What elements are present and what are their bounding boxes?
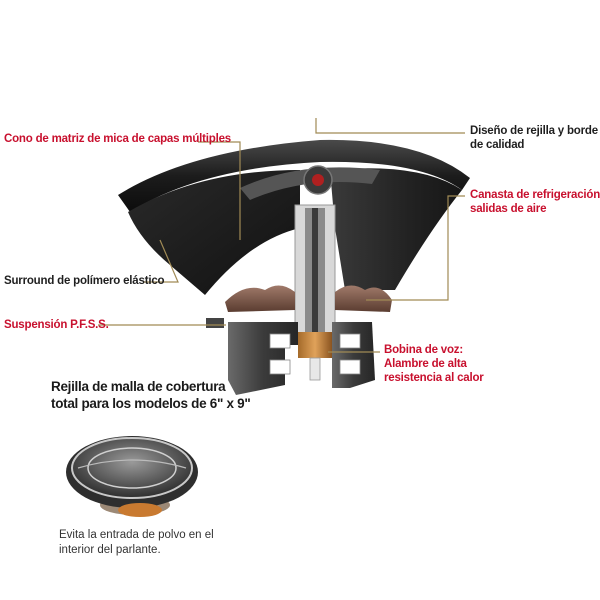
callout-voice-coil-line3: resistencia al calor: [384, 372, 484, 384]
speaker-frame-rim: [118, 139, 470, 212]
terminal: [206, 318, 224, 328]
inset-speaker: [66, 436, 198, 517]
speaker-basket-right: [330, 168, 462, 290]
inset-title-line1: Rejilla de malla de cobertura: [51, 379, 226, 394]
leader-mica-cone: [198, 141, 241, 240]
callout-cooling-basket-line2: salidas de aire: [470, 203, 547, 215]
callout-voice-coil-line2: Alambre de alta: [384, 358, 467, 370]
voice-coil: [298, 332, 332, 358]
callout-mica-cone: Cono de matriz de mica de capas múltiple…: [4, 133, 231, 145]
callout-surround: Surround de polímero elástico: [4, 275, 165, 287]
speaker-main: [118, 139, 470, 395]
leader-grille-design: [315, 118, 465, 134]
leader-surround: [143, 239, 179, 283]
magnet-left: [228, 322, 298, 395]
leader-lines: [98, 118, 465, 353]
callout-suspension: Suspensión P.F.S.S.: [4, 319, 109, 331]
spider-right: [335, 285, 392, 312]
callout-grille-design-line2: de calidad: [470, 139, 525, 151]
inset-title-line2: total para los modelos de 6" x 9": [51, 396, 251, 411]
inset-note-line2: interior del parlante.: [59, 544, 161, 556]
callout-grille-design-line1: Diseño de rejilla y borde: [470, 125, 598, 137]
magnet-right: [332, 322, 375, 388]
callout-cooling-basket-line1: Canasta de refrigeración con: [470, 189, 600, 201]
callout-voice-coil-line1: Bobina de voz:: [384, 344, 463, 356]
inset-note-line1: Evita la entrada de polvo en el: [59, 529, 214, 541]
inset-speaker-grille: [71, 437, 193, 499]
spider-left: [225, 285, 295, 312]
leader-cooling-basket: [366, 195, 465, 301]
speaker-cone-left: [128, 170, 300, 295]
